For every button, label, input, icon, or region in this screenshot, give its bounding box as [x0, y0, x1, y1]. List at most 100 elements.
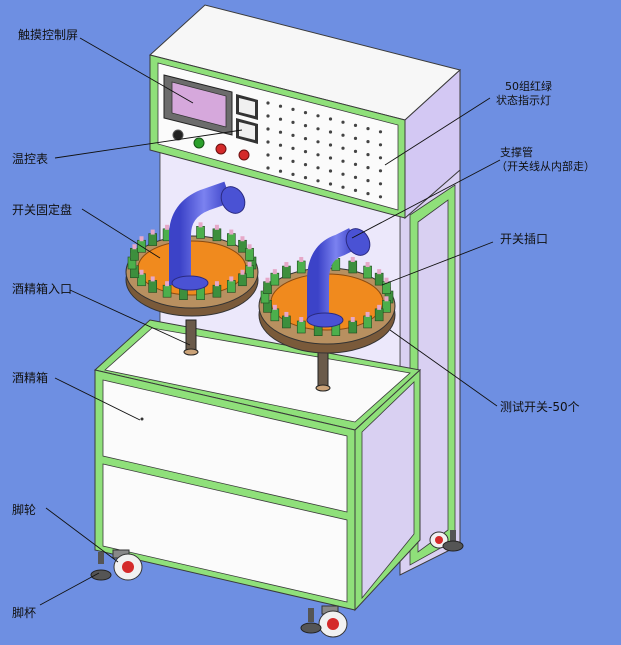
test-switch: [348, 320, 358, 334]
indicator-led: [316, 114, 320, 118]
switch-plate-right: [258, 228, 396, 354]
indicator-led: [328, 156, 333, 160]
switch-socket: [165, 281, 170, 287]
switch-socket: [247, 261, 252, 267]
indicator-led: [378, 143, 383, 147]
indicator-led: [278, 143, 283, 147]
indicator-led: [303, 137, 308, 141]
indicator-led: [266, 153, 270, 157]
indicator-led: [291, 133, 295, 137]
test-switch: [270, 272, 280, 286]
switch-socket: [299, 317, 304, 323]
touch-screen: [163, 74, 233, 136]
switch-socket: [350, 317, 355, 323]
indicator-led: [316, 166, 320, 170]
leader-lines: [39, 37, 501, 606]
indicator-led: [366, 192, 370, 196]
indicator-led: [366, 140, 370, 144]
indicator-led: [266, 166, 270, 170]
label-touch-screen: 触摸控制屏: [18, 28, 79, 42]
switch-socket: [272, 269, 277, 275]
indicator-led: [341, 133, 345, 137]
test-switch: [348, 260, 358, 274]
switch-socket: [132, 244, 137, 250]
switch-socket: [284, 262, 289, 268]
test-switch: [363, 265, 372, 279]
alcohol-tank: [102, 379, 348, 513]
label-alcohol-tank: 酒精箱: [12, 371, 49, 385]
label-indicator-2: 状态指示灯: [496, 94, 551, 107]
switch-socket: [247, 244, 252, 250]
indicator-led: [353, 136, 358, 140]
test-switch: [374, 272, 384, 286]
indicator-led: [303, 150, 308, 154]
switch-socket: [284, 311, 289, 317]
indicator-led: [316, 153, 320, 157]
indicator-led: [303, 176, 308, 180]
indicator-led: [278, 130, 283, 134]
switch-socket: [299, 256, 304, 262]
indicator-led: [341, 146, 345, 150]
switch-socket: [240, 236, 245, 242]
switch-socket: [150, 276, 155, 282]
indicator-led: [328, 143, 333, 147]
switch-socket: [229, 276, 234, 282]
test-switch: [148, 233, 158, 246]
temperature-controller: [236, 94, 258, 144]
indicator-led: [378, 195, 383, 199]
label-switch-plate: 开关固定盘: [12, 203, 73, 217]
switch-socket: [214, 224, 219, 230]
test-switch: [270, 308, 280, 322]
label-indicator-1: 50组红绿: [505, 80, 552, 93]
label-foot-cup: 脚杯: [12, 606, 37, 620]
test-switch: [245, 247, 254, 261]
switch-socket: [139, 236, 144, 242]
test-switch: [382, 299, 391, 313]
test-switch: [282, 315, 291, 329]
switch-socket: [139, 269, 144, 275]
indicator-led: [303, 124, 308, 128]
support-tube-right: [306, 228, 371, 328]
indicator-led: [266, 127, 270, 131]
label-temp-gauge: 温控表: [12, 152, 49, 166]
test-switch: [374, 308, 384, 322]
test-switch: [148, 280, 158, 293]
switch-socket: [384, 277, 389, 283]
indicator-led: [316, 140, 320, 144]
indicator-led: [278, 117, 283, 121]
switch-socket: [384, 296, 389, 302]
test-switch: [263, 281, 272, 295]
caster-wheels: [112, 531, 449, 638]
label-support-tube-2: （开关线从内部走）: [496, 160, 595, 173]
green-button: [193, 137, 205, 149]
test-switch: [296, 260, 306, 274]
indicator-led: [328, 182, 333, 186]
indicator-led: [353, 123, 358, 127]
switch-socket: [350, 256, 355, 262]
leveling-feet: [90, 530, 464, 634]
test-switch: [212, 228, 222, 242]
test-switch: [238, 273, 247, 287]
indicator-led: [328, 117, 333, 121]
switch-socket: [377, 269, 382, 275]
indicator-led: [291, 146, 295, 150]
indicator-led: [291, 159, 295, 163]
indicator-led: [378, 182, 383, 186]
indicator-led: [266, 140, 270, 144]
indicator-led: [291, 120, 295, 124]
label-support-tube-1: 支撑管: [500, 146, 533, 159]
label-tank-inlet: 酒精箱入口: [12, 282, 73, 296]
indicator-led: [378, 130, 383, 134]
indicator-led: [303, 111, 308, 115]
switch-socket: [365, 311, 370, 317]
indicator-led: [328, 130, 333, 134]
test-switch: [196, 226, 205, 239]
indicator-lights: [266, 101, 383, 199]
test-switch: [296, 320, 306, 334]
switch-socket: [272, 304, 277, 310]
indicator-led: [316, 179, 320, 183]
label-switch-socket: 开关插口: [500, 232, 549, 246]
test-switch: [226, 233, 236, 246]
indicator-led: [341, 185, 345, 189]
